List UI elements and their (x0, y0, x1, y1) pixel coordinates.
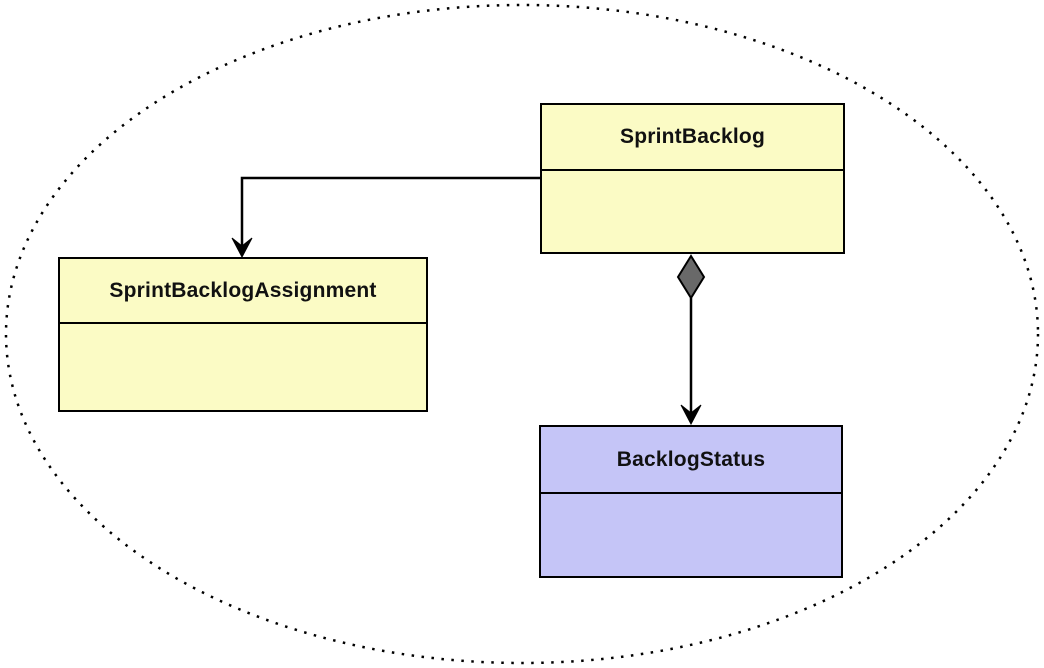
association-arrowhead-icon (231, 237, 253, 259)
boundary-ellipse (4, 3, 1040, 665)
class-attributes-sprintbacklogassignment (60, 324, 426, 410)
class-attributes-sprintbacklog (542, 171, 843, 252)
class-box-backlogstatus: BacklogStatus (539, 425, 843, 578)
class-name-backlogstatus: BacklogStatus (541, 427, 841, 494)
class-box-sprintbacklog: SprintBacklog (540, 103, 845, 254)
class-name-sprintbacklogassignment: SprintBacklogAssignment (60, 259, 426, 324)
composition-arrowhead-icon (680, 404, 702, 426)
composition-diamond-icon (676, 254, 706, 300)
association-line (240, 176, 540, 248)
class-box-sprintbacklogassignment: SprintBacklogAssignment (58, 257, 428, 412)
class-name-sprintbacklog: SprintBacklog (542, 105, 843, 171)
class-attributes-backlogstatus (541, 494, 841, 576)
